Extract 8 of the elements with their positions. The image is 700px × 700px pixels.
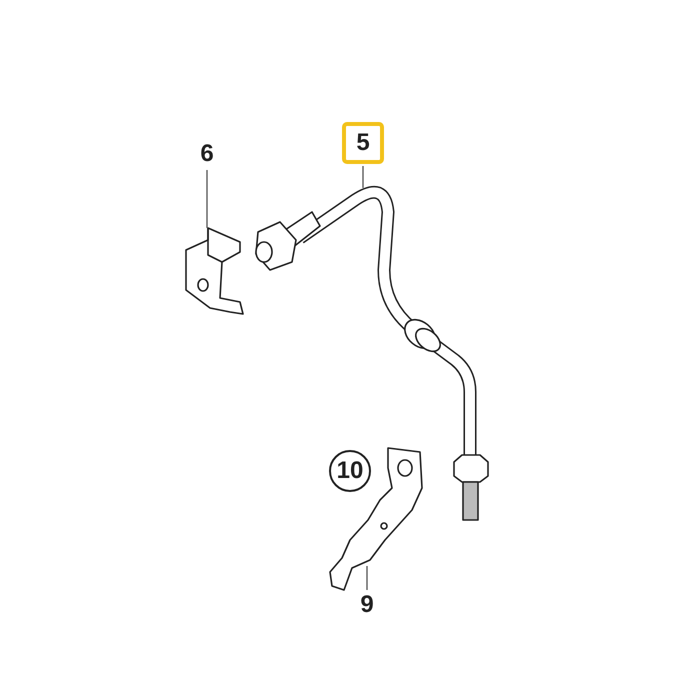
- bracket-drawing: [185, 227, 244, 315]
- callout-number: 9: [355, 592, 379, 618]
- leader-line: [362, 166, 364, 188]
- callout-number: 6: [195, 141, 219, 167]
- leader-line: [366, 566, 368, 590]
- clip-drawing: [329, 447, 423, 591]
- leader-line: [206, 170, 208, 228]
- callout-number: 5: [342, 122, 384, 164]
